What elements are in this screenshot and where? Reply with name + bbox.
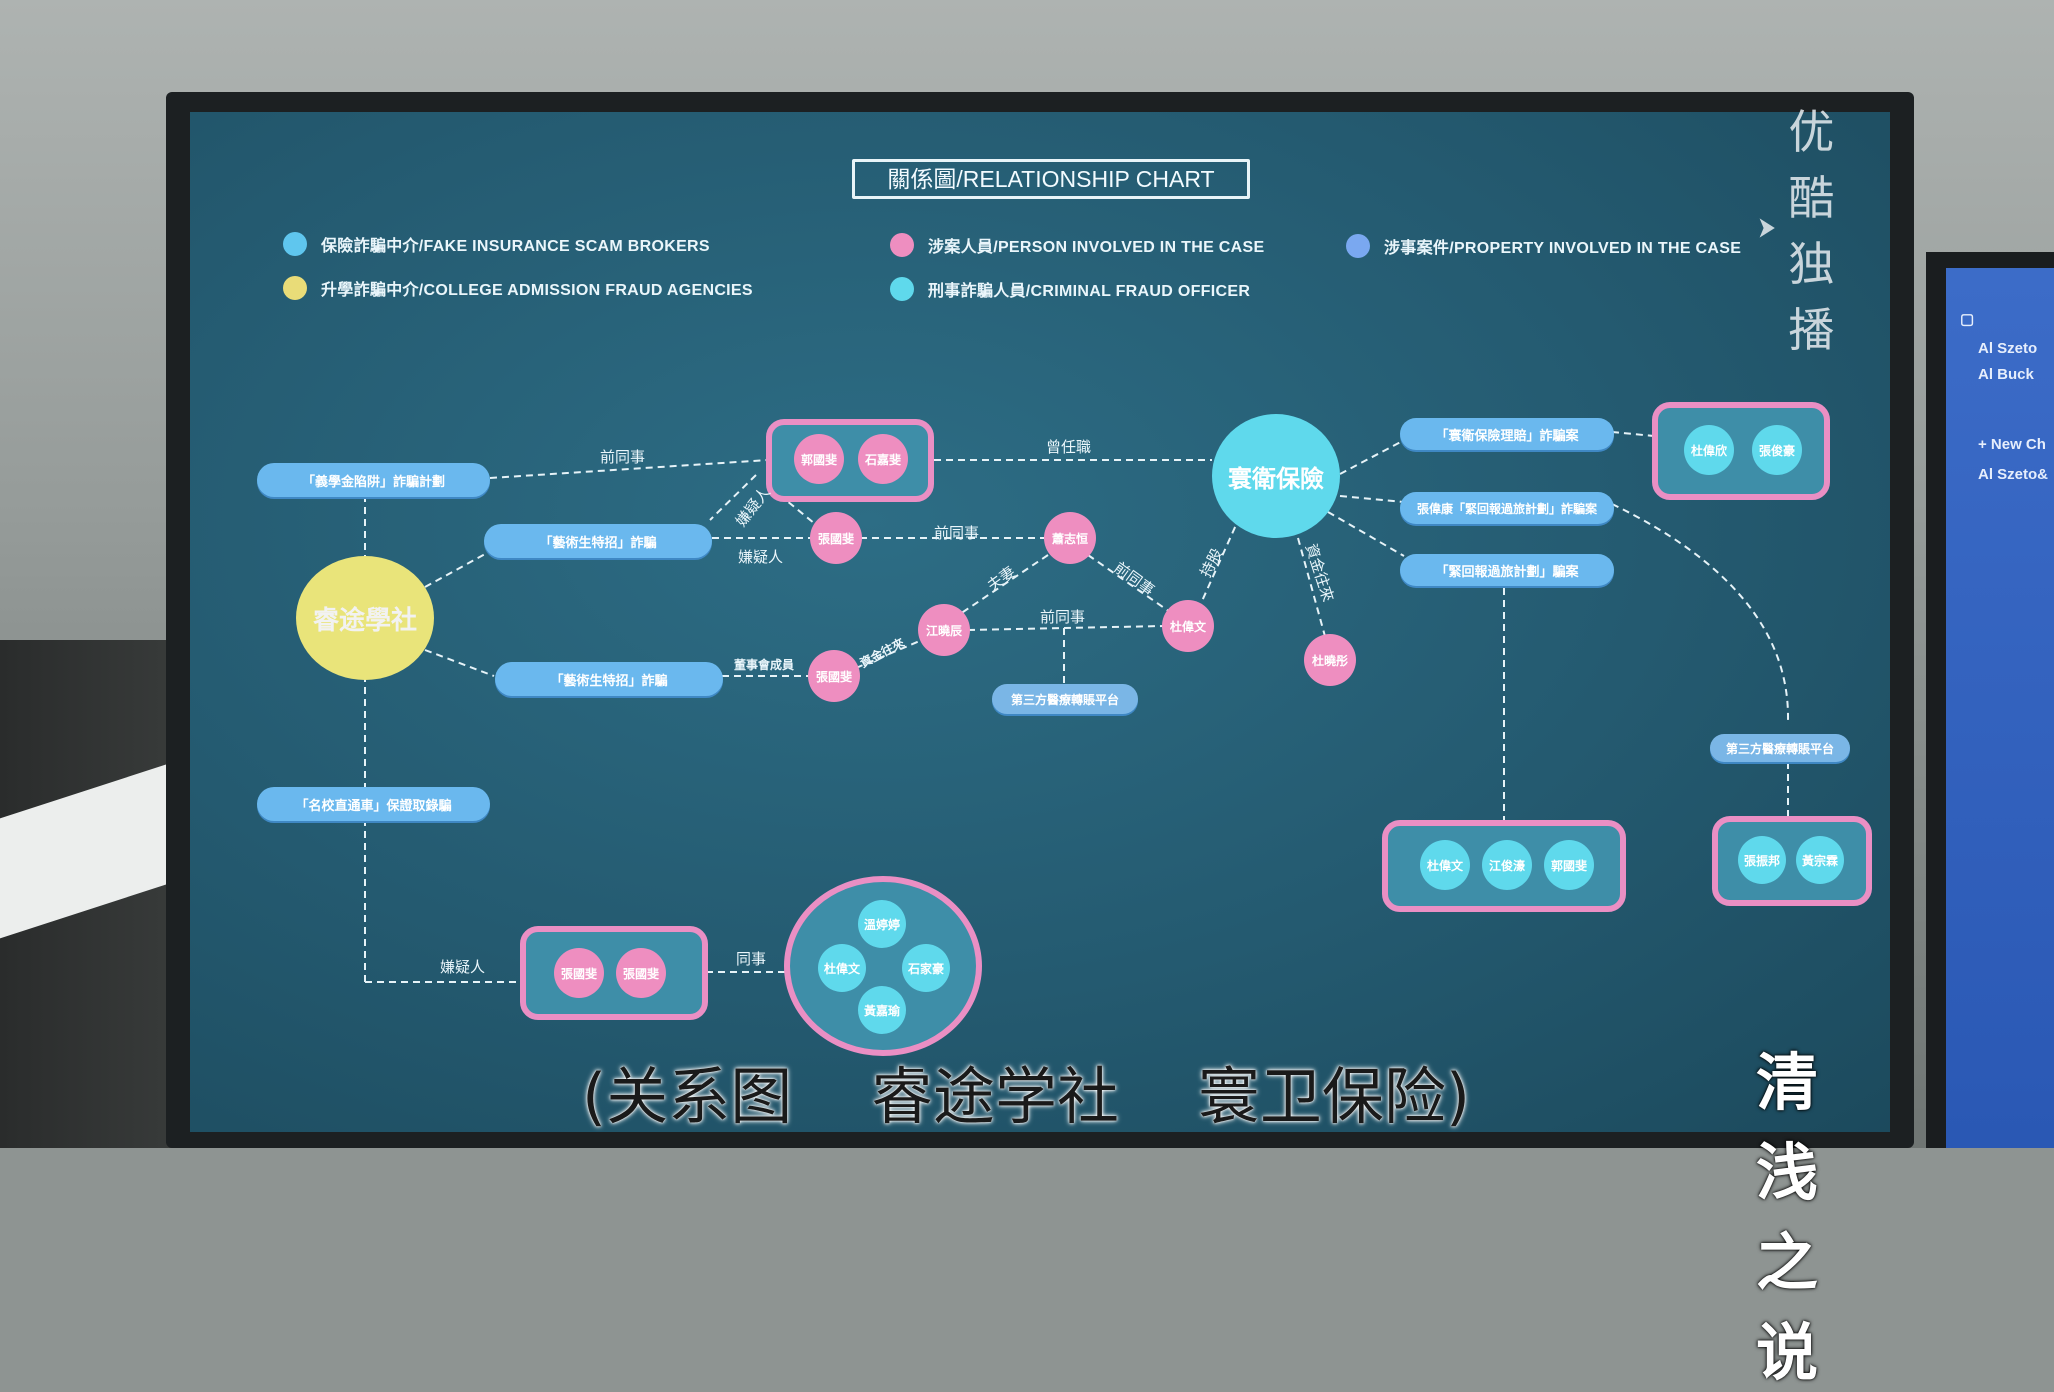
- person-zhang-2: 張國斐: [808, 650, 860, 702]
- line-topgroup-pmid: [769, 486, 821, 529]
- edge-label-worked-at: 曾任職: [1046, 439, 1092, 456]
- edge-label-former-colleague-4: 前同事: [1040, 609, 1086, 626]
- legend-item-person: 涉案人員/PERSON INVOLVED IN THE CASE: [890, 233, 1264, 257]
- side-name-1: Al Szeto: [1978, 340, 2038, 357]
- person-c-2: 杜偉文: [818, 944, 866, 992]
- legend-item-college: 升學詐騙中介/COLLEGE ADMISSION FRAUD AGENCIES: [283, 276, 753, 300]
- legend-label: 刑事詐騙人員/CRIMINAL FRAUD OFFICER: [928, 283, 1251, 300]
- group-top: [766, 419, 934, 502]
- legend-dot: [1346, 234, 1370, 258]
- monitor-screen: [190, 112, 1890, 1132]
- corner-watermark: 清浅之说: [1756, 1046, 1819, 1389]
- bubble-zhang-plan: 張偉康「緊回報過旅計劃」詐騙案: [1400, 492, 1614, 524]
- person-br2-1: 張振邦: [1738, 836, 1786, 884]
- bubble-huanwei-claim: 「寰衛保險理賠」詐騙案: [1400, 418, 1614, 450]
- legend-item-insurance: 保險詐騙中介/FAKE INSURANCE SCAM BROKERS: [283, 232, 710, 256]
- bubble-return-plan: 「緊回報過旅計劃」騙案: [1400, 554, 1614, 586]
- platform-watermark-text: 优酷独播: [1788, 105, 1835, 357]
- relationship-connectors: [364, 431, 1790, 983]
- person-bl-2: 張國斐: [616, 948, 666, 998]
- hub-ruitu: 睿途學社: [296, 556, 434, 680]
- edge-label-former-colleague-2: 前同事: [934, 525, 980, 542]
- person-br2-2: 黃宗霖: [1796, 836, 1844, 884]
- edge-label-colleague: 同事: [736, 951, 767, 968]
- person-br1-2: 江俊濠: [1482, 840, 1532, 890]
- person-br1-1: 杜偉文: [1420, 840, 1470, 890]
- side-monitor-screen: [1946, 268, 2054, 1148]
- line-ptopmid-jiang: [959, 554, 1049, 615]
- bubble-art-admission-2: 「藝術生特招」詐騙: [495, 662, 723, 696]
- legend-item-property: 涉事案件/PROPERTY INVOLVED IN THE CASE: [1346, 234, 1741, 258]
- video-subtitle: (关系图 睿途学社 寰卫保险): [582, 1060, 1471, 1133]
- edge-label-former-colleague-1: 前同事: [600, 449, 646, 466]
- line-b1-topgroup: [489, 459, 769, 479]
- line-huanwei-dumy: [1297, 537, 1327, 641]
- person-jiang: 江曉辰: [918, 604, 970, 656]
- platform-watermark: 优酷独播: [1758, 96, 1862, 360]
- line-ruitu-b2: [424, 552, 488, 588]
- bubble-medical-platform-1: 第三方醫療轉賬平台: [992, 684, 1138, 714]
- person-tr-2: 張俊豪: [1752, 425, 1802, 475]
- line-huanwei-r3: [1327, 511, 1405, 557]
- side-new-chat: + New Ch: [1978, 436, 2046, 453]
- side-window-icon: ▢: [1960, 311, 1975, 328]
- person-br1-3: 郭國斐: [1544, 840, 1594, 890]
- line-jiang-du: [967, 625, 1165, 631]
- edge-label-suspect-2: 嫌疑人: [738, 549, 784, 566]
- chart-title: 關係圖/RELATIONSHIP CHART: [852, 159, 1250, 199]
- line-r2-r4: [1611, 503, 1790, 721]
- line-huanwei-r1: [1339, 435, 1413, 475]
- group-bottom-left: [520, 926, 708, 1020]
- line-huanwei-du: [1197, 515, 1241, 611]
- person-tr-1: 杜偉欣: [1684, 425, 1734, 475]
- person-du-my: 杜曉彤: [1304, 634, 1356, 686]
- person-top-1: 郭國斐: [794, 434, 844, 484]
- person-bl-1: 張國斐: [554, 948, 604, 998]
- legend-dot: [890, 233, 914, 257]
- group-top-right: [1652, 402, 1830, 500]
- side-name-2: Al Buck: [1978, 366, 2034, 383]
- legend-dot: [890, 277, 914, 301]
- edge-label-suspect-3: 嫌疑人: [440, 959, 486, 976]
- bubble-medical-platform-2: 第三方醫療轉賬平台: [1710, 734, 1850, 762]
- legend-label: 保險詐騙中介/FAKE INSURANCE SCAM BROKERS: [321, 238, 710, 255]
- play-logo-icon: [1759, 218, 1775, 238]
- legend-dot: [283, 232, 307, 256]
- edge-label-board-member: 董事會成員: [734, 658, 795, 672]
- hub-huanwei: 寰衛保險: [1212, 414, 1340, 538]
- line-ruitu-b3: [424, 649, 495, 677]
- legend-item-officer: 刑事詐騙人員/CRIMINAL FRAUD OFFICER: [890, 277, 1250, 301]
- legend-label: 涉案人員/PERSON INVOLVED IN THE CASE: [928, 239, 1265, 256]
- person-du: 杜偉文: [1162, 600, 1214, 652]
- person-c-1: 溫婷婷: [858, 900, 906, 948]
- line-topgroup-b2: [709, 474, 757, 521]
- legend-dot: [283, 276, 307, 300]
- bubble-art-admission-1: 「藝術生特招」詐騙: [484, 524, 712, 558]
- legend-label: 升學詐騙中介/COLLEGE ADMISSION FRAUD AGENCIES: [321, 282, 753, 299]
- line-r1-trgroup: [1611, 431, 1655, 437]
- group-bottom-right-2: [1712, 816, 1872, 906]
- person-c-4: 黃嘉瑜: [858, 986, 906, 1034]
- person-top-2: 石嘉斐: [858, 434, 908, 484]
- person-mid: 張國斐: [810, 512, 862, 564]
- bubble-scholarship-trap: 「義學金陷阱」詐騙計劃: [257, 463, 490, 497]
- line-ptopmid-du: [1087, 554, 1171, 613]
- side-name-3: Al Szeto&: [1978, 466, 2049, 483]
- legend-label: 涉事案件/PROPERTY INVOLVED IN THE CASE: [1384, 240, 1742, 257]
- person-c-3: 石家豪: [902, 944, 950, 992]
- person-top-mid: 蕭志恒: [1044, 512, 1096, 564]
- line-huanwei-r2: [1339, 495, 1405, 503]
- bubble-elite-school: 「名校直通車」保證取錄騙: [257, 787, 490, 821]
